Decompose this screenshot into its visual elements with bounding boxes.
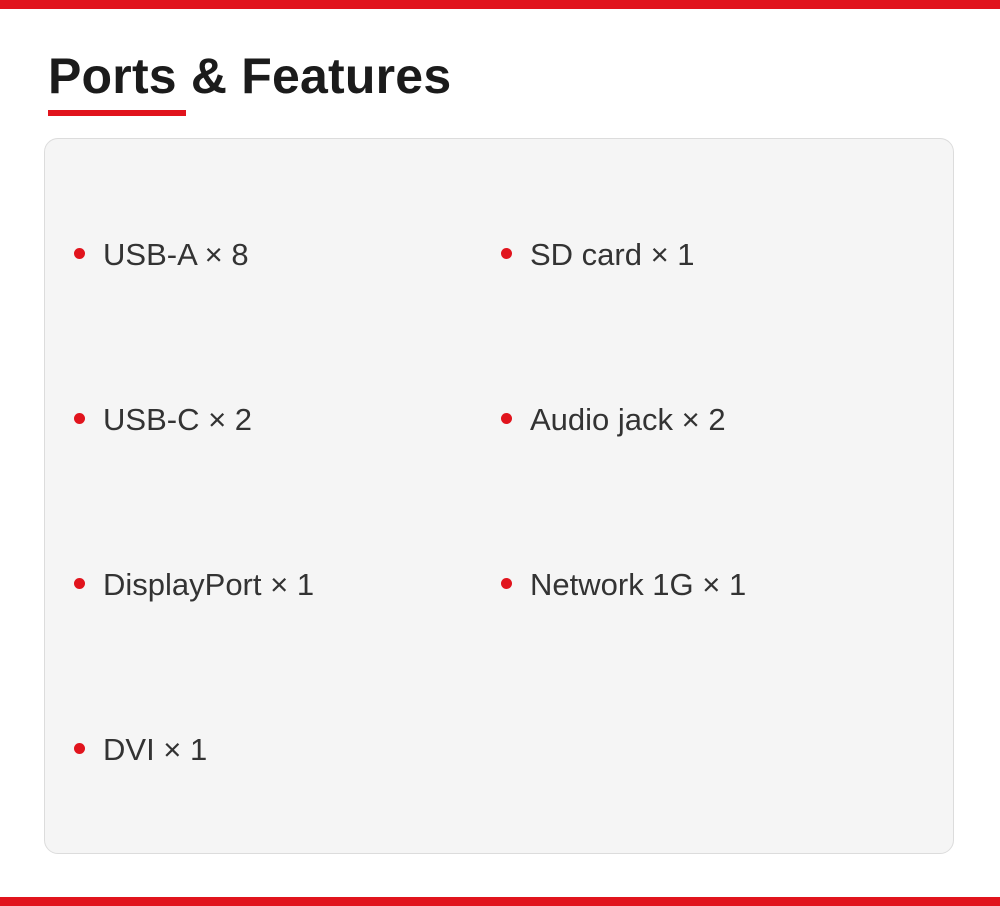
- bullet-icon: [74, 412, 85, 424]
- bullet-icon: [74, 577, 85, 589]
- top-accent-bar: [0, 0, 1000, 9]
- feature-item-usb-a: USB-A × 8: [74, 235, 249, 275]
- bottom-accent-bar: [0, 897, 1000, 906]
- title-underline: [48, 110, 186, 116]
- feature-label: DisplayPort × 1: [103, 567, 315, 602]
- feature-item-network: Network 1G × 1: [501, 565, 746, 605]
- feature-label: USB-C × 2: [103, 402, 253, 437]
- feature-item-audio-jack: Audio jack × 2: [501, 400, 726, 440]
- bullet-icon: [74, 247, 85, 259]
- features-card: USB-A × 8 SD card × 1 USB-C × 2 Audio ja…: [44, 138, 954, 854]
- bullet-icon: [74, 742, 85, 754]
- feature-label: USB-A × 8: [103, 237, 249, 272]
- feature-item-dvi: DVI × 1: [74, 730, 207, 770]
- bullet-icon: [501, 577, 512, 589]
- feature-item-sd-card: SD card × 1: [501, 235, 695, 275]
- feature-label: Audio jack × 2: [530, 402, 726, 437]
- bullet-icon: [501, 412, 512, 424]
- feature-label: DVI × 1: [103, 732, 208, 767]
- feature-label: Network 1G × 1: [530, 567, 747, 602]
- page-title: Ports & Features: [48, 48, 452, 104]
- feature-item-usb-c: USB-C × 2: [74, 400, 252, 440]
- feature-item-displayport: DisplayPort × 1: [74, 565, 314, 605]
- bullet-icon: [501, 247, 512, 259]
- feature-label: SD card × 1: [530, 237, 695, 272]
